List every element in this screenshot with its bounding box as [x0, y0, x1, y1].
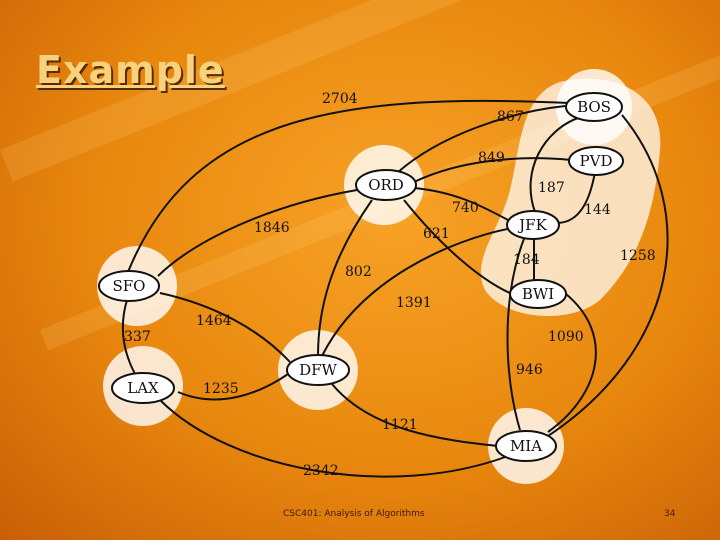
- weight-sfo-dfw: 1464: [196, 313, 232, 329]
- weight-ord-bwi: 621: [423, 226, 450, 242]
- edge-ord-pvd: [413, 157, 572, 183]
- edge-ord-bos: [396, 105, 566, 174]
- weight-lax-mia: 2342: [303, 463, 339, 479]
- footer-course: CSC401: Analysis of Algorithms: [283, 509, 425, 519]
- edge-lax-mia: [159, 399, 509, 478]
- node-dfw: [286, 354, 350, 386]
- node-pvd: [568, 146, 624, 176]
- node-label-sfo: SFO: [113, 277, 146, 295]
- node-bos: [565, 92, 623, 122]
- weight-dfw-mia: 1121: [382, 417, 418, 433]
- weight-sfo-lax: 337: [124, 329, 151, 345]
- node-label-pvd: PVD: [580, 152, 613, 170]
- page-number: 34: [664, 509, 676, 519]
- edge-lax-dfw: [177, 373, 289, 401]
- weight-jfk-bwi: 184: [513, 252, 540, 268]
- node-label-lax: LAX: [127, 379, 159, 397]
- weight-dfw-jfk: 1391: [396, 295, 432, 311]
- node-bwi: [509, 279, 567, 309]
- weight-sfo-bos: 2704: [322, 91, 358, 107]
- edge-ord-dfw: [317, 199, 373, 357]
- edge-jfk-bos: [529, 117, 579, 213]
- edge-ord-bwi: [403, 199, 513, 295]
- slide-title: Example: [36, 48, 225, 92]
- weight-ord-dfw: 802: [345, 264, 372, 280]
- weight-jfk-bos: 187: [538, 180, 565, 196]
- node-label-bwi: BWI: [522, 285, 554, 303]
- node-label-mia: MIA: [510, 437, 542, 455]
- weight-bwi-mia: 1090: [548, 329, 584, 345]
- weight-ord-bos: 867: [497, 109, 524, 125]
- node-mia: [495, 430, 557, 462]
- node-label-jfk: JFK: [517, 216, 547, 234]
- nodes: [98, 92, 624, 462]
- edge-ord-jfk: [413, 187, 509, 221]
- weight-ord-jfk: 740: [452, 200, 479, 216]
- edge-bwi-mia: [547, 293, 597, 433]
- weight-jfk-pvd: 144: [584, 202, 611, 218]
- node-label-ord: ORD: [368, 176, 404, 194]
- weight-ord-pvd: 849: [478, 150, 505, 166]
- edge-dfw-jfk: [321, 227, 513, 357]
- weight-lax-dfw: 1235: [203, 381, 239, 397]
- node-ord: [355, 169, 417, 201]
- edges: [121, 99, 669, 478]
- weight-bos-mia: 1258: [620, 248, 656, 264]
- edge-dfw-mia: [331, 383, 499, 447]
- edge-sfo-bos: [127, 99, 571, 273]
- edge-sfo-lax: [121, 299, 136, 375]
- edge-jfk-pvd: [557, 171, 596, 224]
- edge-bos-mia: [544, 114, 669, 439]
- weight-jfk-mia: 946: [516, 362, 543, 378]
- node-label-dfw: DFW: [299, 361, 337, 379]
- node-jfk: [506, 210, 560, 240]
- edge-sfo-dfw: [159, 292, 291, 363]
- weight-ord-sfo: 1846: [254, 220, 290, 236]
- edge-jfk-mia: [506, 235, 526, 431]
- node-lax: [111, 372, 175, 404]
- edge-ord-sfo: [157, 189, 358, 277]
- node-label-bos: BOS: [577, 98, 611, 116]
- node-sfo: [98, 270, 160, 302]
